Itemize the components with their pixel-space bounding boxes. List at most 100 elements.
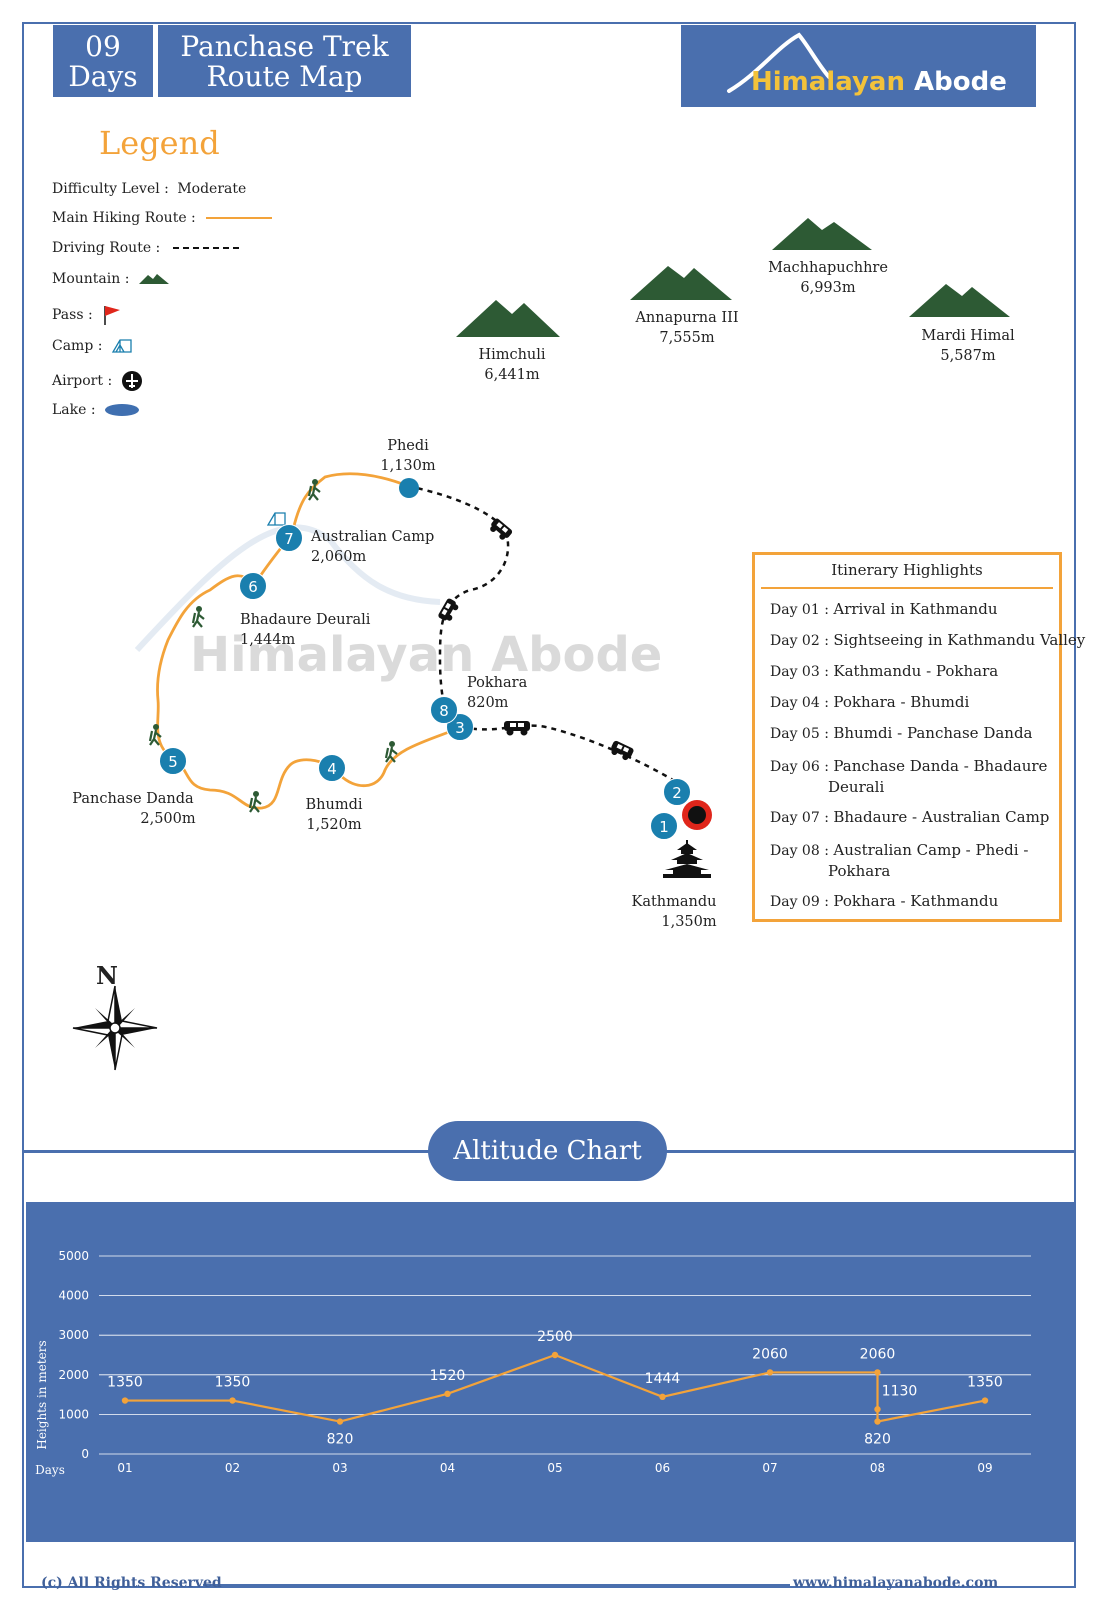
chart-data-point <box>874 1418 881 1425</box>
itinerary-item: Day 04 : Pokhara - Bhumdi <box>770 692 969 713</box>
legend-pass: Pass : <box>52 304 123 326</box>
chart-data-point <box>874 1406 881 1413</box>
place-name: Pokhara <box>467 675 528 691</box>
itinerary-item: Day 09 : Pokhara - Kathmandu <box>770 891 998 912</box>
legend-driving-route: Driving Route : <box>52 240 239 256</box>
driving-route-phedi-pokhara <box>407 484 510 718</box>
chart-x-tick-label: 05 <box>547 1461 562 1475</box>
place-name: Phedi <box>387 438 429 454</box>
mountain-label-mardi-himal: Mardi Himal 5,587m <box>921 326 1014 366</box>
days-number: 09 <box>85 30 121 63</box>
chart-data-label: 820 <box>327 1432 354 1448</box>
day-marker-6: 6 <box>239 572 267 600</box>
compass-north-label: N <box>96 961 118 990</box>
legend-main-route-line <box>206 217 273 219</box>
legend-driving-route-label: Driving Route : <box>52 240 161 256</box>
chart-data-label: 1350 <box>215 1375 251 1391</box>
chart-x-tick-label: 09 <box>977 1461 992 1475</box>
day-marker-4: 4 <box>318 754 346 782</box>
itinerary-text: Bhumdi - Panchase Danda <box>833 724 1033 742</box>
hiker-icon <box>248 791 262 813</box>
mountain-name: Machhapuchhre <box>768 260 888 276</box>
day-marker-7: 7 <box>275 524 303 552</box>
itinerary-text: Bhadaure - Australian Camp <box>833 808 1050 826</box>
compass-rose-icon <box>72 985 158 1071</box>
hiker-icon <box>384 741 398 763</box>
footer-rule-right <box>500 1584 790 1586</box>
itinerary-item: Day 08 : Australian Camp - Phedi -Pokhar… <box>770 840 1028 881</box>
itinerary-panel: Itinerary Highlights Day 01 : Arrival in… <box>752 552 1085 922</box>
watermark-swoosh <box>134 524 441 653</box>
chart-data-point <box>229 1397 236 1404</box>
car-icon <box>438 598 459 621</box>
chart-data-label: 820 <box>864 1432 891 1448</box>
car-icon <box>611 740 634 761</box>
map-title-line1: Panchase Trek <box>180 30 389 63</box>
mountain-icon <box>138 274 169 284</box>
day-marker-5: 5 <box>159 747 187 775</box>
itinerary-text: Panchase Danda - Bhadaure <box>833 757 1048 775</box>
itinerary-item: Day 07 : Bhadaure - Australian Camp <box>770 807 1049 828</box>
legend-difficulty: Difficulty Level : Moderate <box>52 181 246 197</box>
chart-x-tick-label: 06 <box>655 1461 670 1475</box>
chart-data-point <box>874 1369 881 1376</box>
chart-data-point <box>766 1369 774 1376</box>
legend-driving-route-line <box>172 247 239 249</box>
mountain-mardi-himal <box>909 284 1010 317</box>
chart-y-tick-label: 0 <box>81 1447 89 1461</box>
chart-x-tick-label: 03 <box>332 1461 347 1475</box>
itinerary-day: Day 08 : <box>770 843 834 859</box>
chart-data-label: 1520 <box>430 1368 466 1384</box>
chart-data-label: 2060 <box>752 1346 788 1362</box>
place-label-panchase-danda: Panchase Danda 2,500m <box>70 789 195 829</box>
itinerary-text: Sightseeing in Kathmandu Valley <box>833 631 1086 649</box>
place-label-bhadaure-deurali: Bhadaure Deurali 1,444m <box>240 610 370 650</box>
itinerary-item: Day 05 : Bhumdi - Panchase Danda <box>770 723 1033 744</box>
chart-data-label: 1130 <box>882 1383 918 1399</box>
legend-camp-label: Camp : <box>52 338 103 354</box>
chart-data-point <box>659 1393 666 1401</box>
place-label-australian-camp: Australian Camp 2,060m <box>311 527 434 567</box>
itinerary-item: Day 02 : Sightseeing in Kathmandu Valley <box>770 630 1085 651</box>
brand-name-part1: Himalayan <box>751 67 905 97</box>
itinerary-day: Day 02 : <box>770 633 834 649</box>
legend-main-route-label: Main Hiking Route : <box>52 210 196 226</box>
place-name: Bhadaure Deurali <box>240 612 371 628</box>
itinerary-title: Itinerary Highlights <box>831 561 983 579</box>
days-label: Days <box>68 60 138 93</box>
itinerary-text-continued: Deurali <box>828 778 885 796</box>
chart-y-tick-label: 1000 <box>58 1407 89 1421</box>
hiker-icon <box>191 606 205 628</box>
airplane-icon <box>121 371 142 391</box>
place-label-bhumdi: Bhumdi 1,520m <box>305 795 362 835</box>
legend-main-route: Main Hiking Route : <box>52 210 273 226</box>
day-marker-1: 1 <box>650 812 678 840</box>
driving-route-pokhara-kathmandu <box>461 724 681 786</box>
day-marker-2: 2 <box>663 778 691 806</box>
place-name: Panchase Danda <box>72 791 194 807</box>
mountain-elevation: 5,587m <box>940 348 996 364</box>
chart-data-point <box>444 1390 451 1398</box>
footer-website[interactable]: www.himalayanabode.com <box>793 1575 999 1591</box>
place-label-kathmandu: Kathmandu 1,350m <box>631 892 716 932</box>
chart-data-label: 2060 <box>860 1346 896 1362</box>
footer-copyright: (c) All Rights Reserved <box>41 1575 222 1591</box>
place-elevation: 820m <box>467 695 509 711</box>
brand-name-part2: Abode <box>914 67 1007 97</box>
day-marker-8: 8 <box>430 696 458 724</box>
car-icon <box>490 518 513 540</box>
chart-y-axis-label: Heights in meters <box>35 1340 49 1449</box>
chart-data-point <box>551 1351 559 1359</box>
brand-logo-box: Himalayan Abode <box>681 25 1036 107</box>
brand-mountain-icon <box>727 32 831 93</box>
legend-airport: Airport : <box>52 370 143 392</box>
legend-lake: Lake : <box>52 402 140 418</box>
place-name: Kathmandu <box>631 894 717 910</box>
chart-data-label: 1350 <box>967 1375 1003 1391</box>
page-frame <box>22 22 1076 1588</box>
map-title-box: Panchase Trek Route Map <box>158 25 411 97</box>
itinerary-text: Australian Camp - Phedi - <box>833 841 1029 859</box>
legend-difficulty-label: Difficulty Level : <box>52 181 169 197</box>
mountain-himchuli <box>456 300 560 337</box>
